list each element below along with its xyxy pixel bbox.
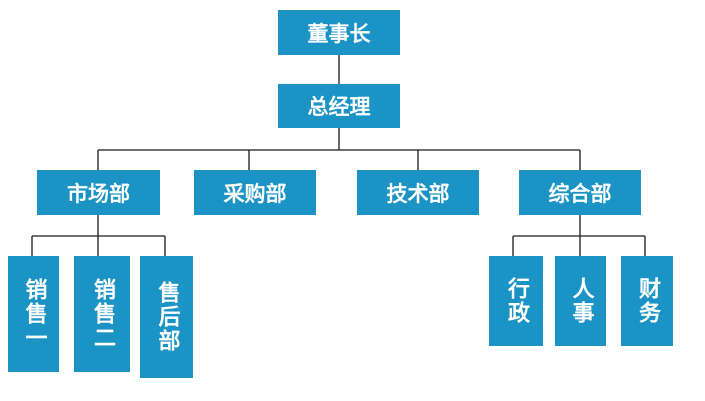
node-market-dept-label: 市场部 bbox=[67, 181, 130, 206]
node-hr-label: 人事 bbox=[568, 277, 594, 325]
node-finance-label: 财务 bbox=[635, 277, 660, 325]
node-sales-one-label: 销售一 bbox=[21, 278, 47, 350]
node-general-manager: 总经理 bbox=[278, 84, 400, 128]
node-purchase-dept: 采购部 bbox=[194, 170, 316, 215]
node-finance: 财务 bbox=[621, 256, 673, 346]
node-sales-two-label: 销售二 bbox=[90, 278, 115, 350]
node-admin-label: 行政 bbox=[504, 277, 529, 325]
node-tech-dept-label: 技术部 bbox=[386, 181, 450, 206]
node-market-dept: 市场部 bbox=[37, 170, 160, 215]
node-hr: 人事 bbox=[555, 256, 606, 346]
node-admin: 行政 bbox=[489, 256, 543, 346]
node-general-manager-label: 总经理 bbox=[307, 95, 371, 119]
node-sales-one: 销售一 bbox=[8, 256, 59, 372]
node-purchase-dept-label: 采购部 bbox=[223, 181, 287, 206]
node-general-dept-label: 综合部 bbox=[548, 181, 612, 206]
node-after-sales-label: 售后部 bbox=[154, 281, 180, 353]
node-chairman-label: 董事长 bbox=[307, 21, 371, 46]
node-chairman: 董事长 bbox=[278, 10, 400, 55]
node-after-sales: 售后部 bbox=[140, 256, 193, 378]
node-tech-dept: 技术部 bbox=[357, 170, 479, 215]
node-general-dept: 综合部 bbox=[519, 170, 641, 215]
node-sales-two: 销售二 bbox=[74, 256, 130, 372]
